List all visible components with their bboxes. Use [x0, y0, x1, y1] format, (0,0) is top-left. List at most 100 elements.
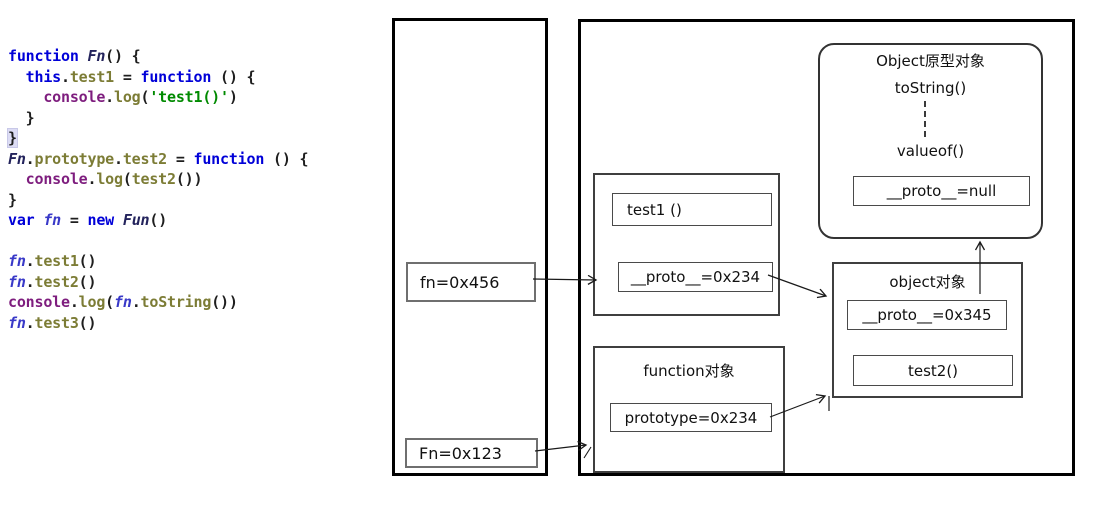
- code-line: console.log('test1()'): [8, 87, 380, 108]
- code-token: .: [87, 170, 97, 188]
- code-token: fn: [8, 252, 26, 270]
- code-line: [8, 231, 380, 252]
- code-token: 'test1()': [149, 88, 229, 106]
- var-Fn-label: Fn=0x123: [419, 443, 502, 463]
- code-token: fn: [8, 272, 26, 291]
- code-token: .: [105, 88, 114, 106]
- code-token: prototype: [34, 149, 115, 168]
- code-line: console.log(test2()): [8, 169, 380, 190]
- test2-field: test2(): [853, 355, 1013, 386]
- code-token: console: [43, 88, 106, 106]
- object-object-title: object对象: [889, 273, 966, 291]
- code-token: fn: [43, 211, 62, 229]
- object-prototype-box: Object原型对象 toString() valueof() __proto_…: [818, 43, 1043, 239]
- code-token: .: [69, 293, 79, 311]
- code-token: [79, 47, 88, 65]
- code-token: =: [114, 67, 141, 86]
- code-token: toString: [140, 293, 212, 311]
- code-token: ): [228, 88, 238, 106]
- code-token: test3: [34, 313, 79, 332]
- code-token: () {: [264, 149, 309, 168]
- function-object-box: function对象 prototype=0x234: [593, 346, 785, 473]
- code-line: }: [7, 128, 380, 149]
- code-token: console: [8, 293, 70, 311]
- proto-null-field: __proto__=null: [853, 176, 1030, 206]
- code-token: log: [114, 88, 141, 106]
- code-token: .: [114, 149, 123, 168]
- code-line: this.test1 = function () {: [8, 67, 380, 88]
- proto-0x345-field: __proto__=0x345: [847, 300, 1007, 330]
- var-Fn-box: Fn=0x123: [405, 438, 538, 468]
- code-token: =: [61, 211, 88, 229]
- tostring-label: toString(): [894, 79, 967, 97]
- code-token: function: [140, 67, 212, 86]
- valueof-label: valueof(): [896, 142, 965, 160]
- code-token: fn: [114, 293, 132, 311]
- code-token: =: [167, 149, 194, 168]
- code-line: fn.test3(): [8, 313, 380, 334]
- code-token: (): [149, 211, 168, 229]
- code-token: ()): [211, 293, 238, 311]
- code-line: var fn = new Fun(): [8, 210, 380, 231]
- code-line: }: [8, 190, 380, 211]
- code-token: test2: [122, 149, 167, 168]
- stack-frame-box: fn=0x456 Fn=0x123: [392, 18, 548, 476]
- code-token: (): [78, 313, 97, 332]
- code-token: () {: [211, 67, 256, 86]
- code-token: (): [78, 272, 97, 291]
- code-token: function: [193, 149, 265, 168]
- code-token: (: [105, 293, 115, 311]
- code-token: [8, 170, 26, 188]
- code-token: .: [25, 272, 35, 291]
- code-token: test1: [69, 67, 114, 86]
- code-token: .: [131, 293, 141, 311]
- dashed-connector: [924, 101, 926, 137]
- code-token: this: [25, 67, 62, 86]
- code-token: fn: [8, 313, 26, 332]
- fn-instance-box: test1 () __proto__=0x234: [593, 173, 780, 316]
- heap-box: Object原型对象 toString() valueof() __proto_…: [578, 19, 1075, 476]
- var-fn-label: fn=0x456: [420, 272, 500, 292]
- code-token: [8, 68, 26, 86]
- code-token: new: [87, 211, 115, 229]
- code-token: (: [122, 170, 132, 188]
- proto-0x234-field: __proto__=0x234: [618, 262, 773, 292]
- code-token: var: [8, 211, 35, 229]
- var-fn-box: fn=0x456: [406, 262, 536, 302]
- code-token: Fun: [122, 211, 150, 229]
- function-object-title: function对象: [643, 362, 735, 380]
- code-line: }: [8, 108, 380, 129]
- code-line: fn.test1(): [8, 251, 380, 272]
- code-token: .: [25, 149, 35, 168]
- code-token: }: [8, 108, 35, 127]
- test1-field: test1 (): [612, 193, 772, 226]
- code-token: log: [78, 293, 106, 311]
- code-editor: function Fn() { this.test1 = function ()…: [7, 46, 380, 334]
- code-token: [8, 88, 43, 106]
- code-line: fn.test2(): [8, 272, 380, 293]
- code-token: .: [61, 67, 70, 86]
- code-token: function: [8, 47, 79, 65]
- code-token: (: [140, 88, 150, 106]
- code-line: console.log(fn.toString()): [8, 292, 380, 313]
- code-token: Fn: [8, 149, 26, 168]
- code-token: .: [25, 313, 35, 332]
- code-token: }: [7, 128, 18, 148]
- code-line: Fn.prototype.test2 = function () {: [8, 149, 380, 170]
- code-token: .: [25, 252, 35, 270]
- code-token: log: [96, 170, 123, 188]
- object-prototype-title: Object原型对象: [876, 52, 985, 70]
- code-token: console: [25, 170, 88, 188]
- code-line: function Fn() {: [8, 46, 380, 67]
- code-token: test2: [34, 272, 79, 291]
- code-token: [114, 211, 123, 229]
- prototype-0x234-field: prototype=0x234: [610, 403, 772, 432]
- code-token: () {: [105, 47, 141, 65]
- object-object-box: object对象 __proto__=0x345 test2(): [832, 262, 1023, 398]
- code-token: }: [8, 190, 17, 209]
- code-token: test2: [131, 170, 176, 188]
- code-token: test1: [34, 252, 79, 270]
- code-token: Fn: [87, 47, 106, 65]
- code-token: (): [78, 252, 97, 270]
